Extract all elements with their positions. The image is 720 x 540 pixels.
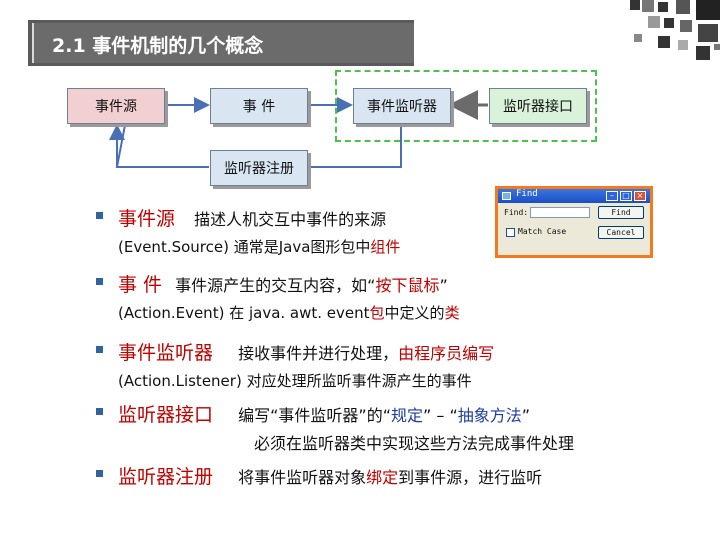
title-banner: 2.1 事件机制的几个概念 (28, 20, 414, 66)
list-item: 监听器接口 编写“事件监听器”的“规定” – “抽象方法” (118, 400, 530, 427)
listener-registration-box: 监听器注册 (210, 150, 308, 186)
item-sub: (Action.Event) 在 java. awt. event包中定义的类 (118, 304, 460, 322)
find-dialog-frame: Find – □ × Find: Find Match Case Cancel (495, 186, 653, 258)
item-desc-line2: 必须在监听器类中实现这些方法完成事件处理 (254, 434, 575, 453)
find-input[interactable] (530, 207, 590, 218)
item-desc: 事件源产生的交互内容，如“按下鼠标” (175, 276, 448, 295)
bullet-icon (96, 408, 103, 415)
bullet-icon (96, 212, 103, 219)
find-dialog: Find – □ × Find: Find Match Case Cancel (498, 189, 650, 255)
item-desc: 描述人机交互中事件的来源 (194, 210, 387, 229)
find-button[interactable]: Find (598, 206, 644, 219)
match-case-checkbox[interactable] (506, 228, 515, 237)
item-term: 监听器接口 (118, 404, 214, 426)
arrow-register-to-source (115, 124, 209, 168)
maximize-icon[interactable]: □ (620, 191, 632, 201)
bullet-icon (96, 346, 103, 353)
item-sub-highlight: 组件 (370, 238, 401, 256)
item-term: 事件监听器 (118, 342, 214, 364)
event-listener-box: 事件监听器 (353, 88, 451, 124)
minimize-icon[interactable]: – (606, 191, 618, 201)
close-icon[interactable]: × (634, 191, 646, 201)
list-item: 事件源 描述人机交互中事件的来源 (118, 204, 386, 231)
list-item: 监听器注册 将事件监听器对象绑定到事件源，进行监听 (118, 462, 542, 489)
bullet-icon (96, 278, 103, 285)
match-case-label: Match Case (518, 227, 567, 236)
item-sub-text: (Event.Source) 通常是Java图形包中 (118, 238, 371, 256)
item-term: 事件源 (118, 208, 176, 230)
bullet-icon (96, 470, 103, 477)
dialog-title: Find (516, 189, 538, 199)
link-listener-to-register (307, 123, 402, 168)
item-desc: 接收事件并进行处理，由程序员编写 (238, 344, 495, 363)
java-app-icon (502, 192, 511, 200)
list-item: 事件监听器 接收事件并进行处理，由程序员编写 (118, 338, 494, 365)
dialog-titlebar: Find – □ × (498, 189, 650, 203)
item-sub: (Action.Listener) 对应处理所监听事件源产生的事件 (118, 372, 472, 390)
listener-interface-box: 监听器接口 (489, 88, 587, 124)
item-term: 监听器注册 (118, 466, 214, 488)
item-sub: (Event.Source) 通常是Java图形包中组件 (118, 236, 400, 257)
decorative-tile-mosaic (612, 0, 720, 62)
cancel-button[interactable]: Cancel (598, 226, 644, 239)
find-label: Find: (504, 208, 529, 217)
item-term: 事 件 (118, 274, 163, 296)
page-title: 2.1 事件机制的几个概念 (52, 35, 264, 57)
event-source-box: 事件源 (67, 88, 165, 124)
arrow-register-to-source-path (109, 124, 209, 168)
event-box: 事 件 (210, 88, 308, 124)
list-item: 事 件 事件源产生的交互内容，如“按下鼠标” (118, 270, 448, 297)
item-desc: 编写“事件监听器”的“规定” – “抽象方法” (238, 406, 531, 425)
item-desc: 将事件监听器对象绑定到事件源，进行监听 (238, 468, 543, 487)
